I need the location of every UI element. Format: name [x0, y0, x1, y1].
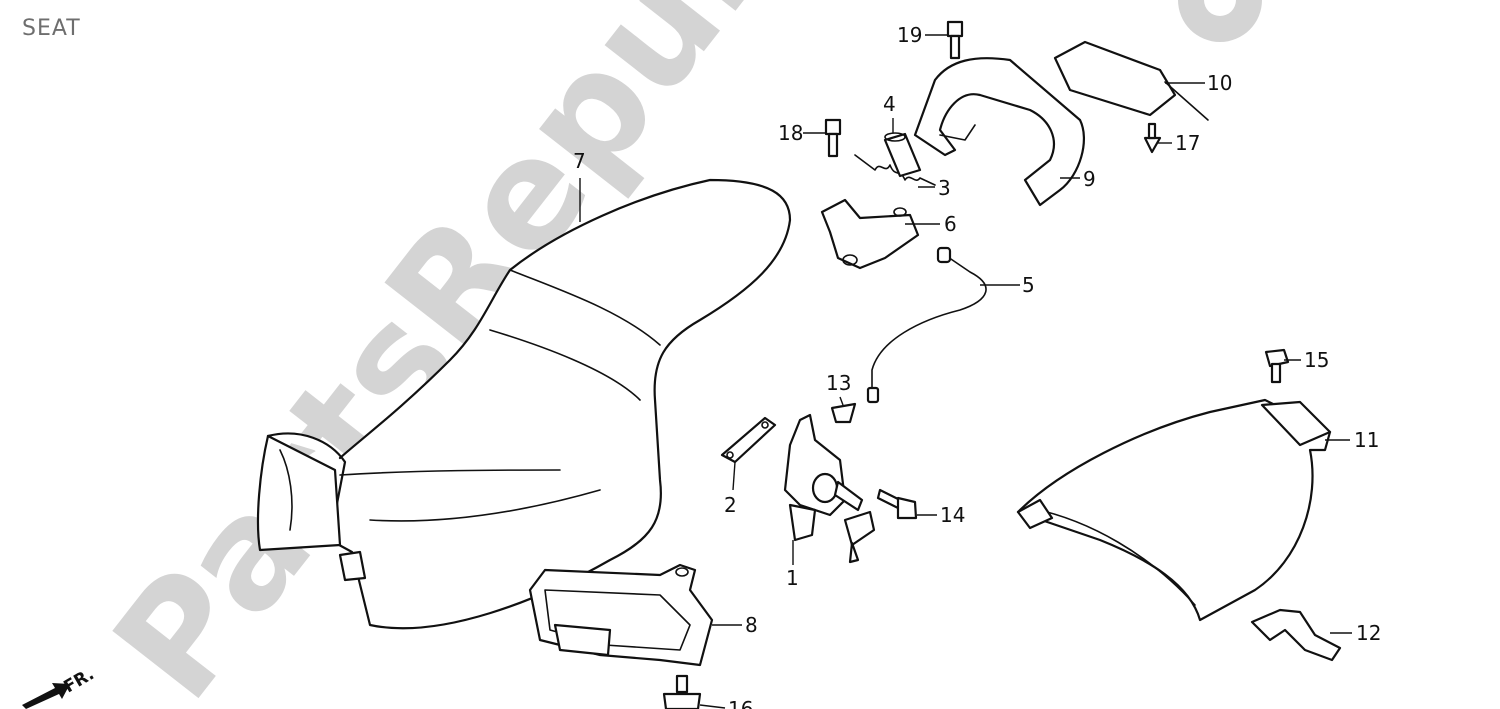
part-15-bolt[interactable] — [1264, 348, 1290, 384]
part-18-bolt[interactable] — [824, 118, 842, 158]
diagram-title: SEAT — [22, 16, 81, 41]
part-4-collar[interactable] — [883, 132, 922, 178]
leader-line-2 — [732, 461, 736, 491]
callout-label-13[interactable]: 13 — [826, 371, 851, 395]
part-11-cowl[interactable] — [1016, 398, 1332, 622]
callout-label-3[interactable]: 3 — [938, 176, 951, 200]
part-6-bracket[interactable] — [820, 198, 920, 270]
part-19-bolt[interactable] — [946, 20, 964, 60]
direction-label: FR. — [61, 664, 98, 697]
callout-label-10[interactable]: 10 — [1207, 71, 1232, 95]
callout-label-9[interactable]: 9 — [1083, 167, 1096, 191]
callout-label-19[interactable]: 19 — [897, 23, 922, 47]
part-1-seat-lock[interactable] — [783, 413, 876, 564]
front-direction-marker: FR. — [22, 664, 98, 709]
callout-label-12[interactable]: 12 — [1356, 621, 1381, 645]
callout-label-8[interactable]: 8 — [745, 613, 758, 637]
callout-label-15[interactable]: 15 — [1304, 348, 1329, 372]
part-16-bolt[interactable] — [662, 674, 702, 709]
part-3-spring[interactable] — [854, 154, 936, 186]
callout-label-4[interactable]: 4 — [883, 92, 896, 116]
callout-label-6[interactable]: 6 — [944, 212, 957, 236]
part-14-bolt[interactable] — [876, 488, 918, 520]
part-7-seat[interactable] — [256, 178, 792, 630]
leader-line-16 — [699, 704, 726, 709]
callout-label-1[interactable]: 1 — [786, 566, 799, 590]
part-9-grab-rail[interactable] — [913, 57, 1085, 207]
part-5-cable[interactable] — [866, 246, 987, 404]
callout-label-18[interactable]: 18 — [778, 121, 803, 145]
callout-label-16[interactable]: 16 — [728, 697, 753, 709]
watermark-gear-icon — [1178, 0, 1262, 42]
callout-label-14[interactable]: 14 — [940, 503, 965, 527]
leader-line-13 — [839, 396, 844, 406]
callout-label-5[interactable]: 5 — [1022, 273, 1035, 297]
part-2-plate[interactable] — [720, 416, 777, 464]
callout-label-2[interactable]: 2 — [724, 493, 737, 517]
part-13-clip[interactable] — [830, 402, 857, 424]
part-10-trim[interactable] — [1053, 40, 1209, 121]
part-12-bracket[interactable] — [1250, 608, 1342, 662]
callout-label-7[interactable]: 7 — [573, 149, 586, 173]
callout-label-17[interactable]: 17 — [1175, 131, 1200, 155]
callout-label-11[interactable]: 11 — [1354, 428, 1379, 452]
part-8-tray[interactable] — [528, 563, 714, 667]
part-17-screw[interactable] — [1143, 122, 1162, 154]
